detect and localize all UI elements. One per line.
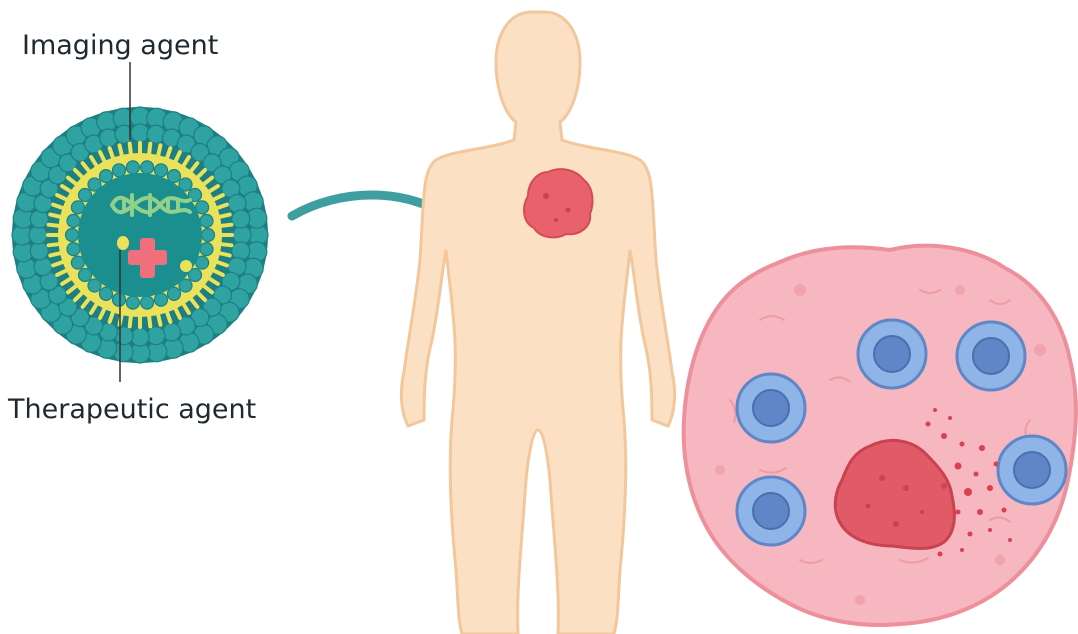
lipid-head <box>67 214 80 227</box>
lipid-head <box>233 226 251 244</box>
agent-dot-left <box>117 236 129 250</box>
lipid-head <box>126 296 139 309</box>
imaging-agent-label: Imaging agent <box>22 30 218 61</box>
lipid-head <box>141 161 154 174</box>
lipid-head <box>71 256 84 269</box>
lipid-head <box>30 242 48 260</box>
lipid-head <box>66 229 79 242</box>
lipid-head <box>71 201 84 214</box>
lipid-head <box>131 328 149 346</box>
lipid-head <box>155 164 168 177</box>
immune-cell <box>998 436 1066 504</box>
lipid-head <box>112 164 125 177</box>
lipid-head <box>196 201 209 214</box>
lipid-head <box>34 258 52 276</box>
lipid-head <box>126 161 139 174</box>
tissue-blob <box>684 246 1076 625</box>
lipid-head <box>232 242 250 260</box>
lipid-head <box>29 226 47 244</box>
dna-icon <box>112 195 190 215</box>
immune-cell <box>737 374 805 442</box>
immune-cell <box>858 320 926 388</box>
therapeutic-agent-label: Therapeutic agent <box>7 394 256 425</box>
lipid-head <box>196 256 209 269</box>
lipid-head <box>200 214 213 227</box>
lipid-head <box>202 229 215 242</box>
agent-dot-right <box>180 260 192 272</box>
lipid-head <box>163 323 181 341</box>
lipid-head <box>115 327 133 345</box>
lipid-head <box>131 124 149 142</box>
lipid-head <box>200 243 213 256</box>
immune-cell <box>737 477 805 545</box>
tumor-tissue-icon <box>684 246 1076 625</box>
lipid-head <box>155 293 168 306</box>
lipid-head <box>147 327 165 345</box>
lipid-head <box>147 125 165 143</box>
body-outline <box>401 12 674 634</box>
aqueous-core <box>78 173 202 297</box>
lipid-head <box>99 129 117 147</box>
lipid-head <box>228 194 246 212</box>
lipid-head <box>112 293 125 306</box>
lipid-head <box>232 210 250 228</box>
immune-cell <box>957 322 1025 390</box>
lipid-head <box>141 296 154 309</box>
tumor-icon <box>524 169 592 237</box>
lipid-head <box>30 210 48 228</box>
human-body-silhouette-icon <box>401 12 674 634</box>
lipid-head <box>67 243 80 256</box>
liposome-nanoparticle-icon <box>12 62 268 382</box>
